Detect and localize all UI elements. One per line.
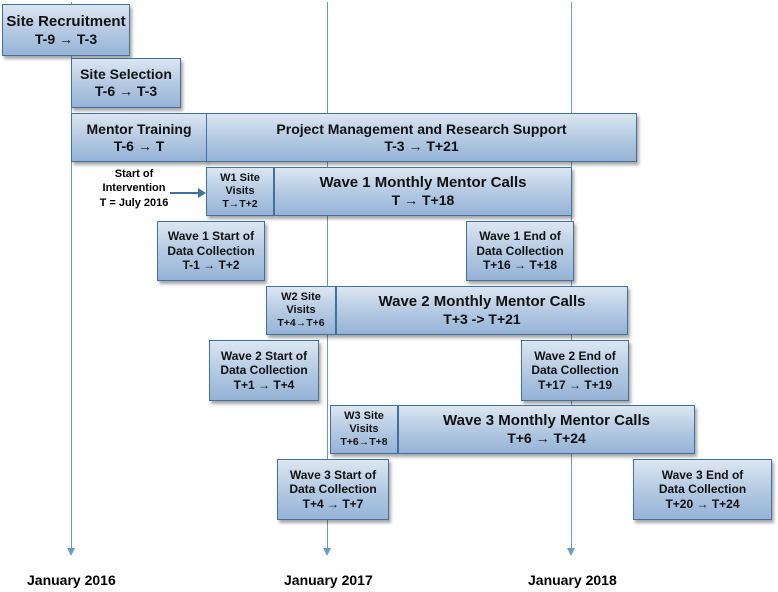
box-range: T → T+18: [391, 192, 455, 209]
box-line1: Wave 3 End of: [661, 467, 744, 482]
wave2-start-data-collection-box: Wave 2 Start of Data Collection T+1 → T+…: [209, 340, 319, 401]
box-title: Project Management and Research Support: [276, 120, 567, 137]
axis-label-2017: January 2017: [284, 572, 373, 588]
intervention-arrowhead: [198, 188, 206, 198]
wave1-start-data-collection-box: Wave 1 Start of Data Collection T-1 → T+…: [157, 221, 265, 281]
wave2-mentor-calls-box: Wave 2 Monthly Mentor Calls T+3 -> T+21: [336, 286, 628, 335]
box-line2: Visits: [225, 185, 255, 198]
timeline-line-2016: [71, 2, 72, 550]
project-management-box: Project Management and Research Support …: [206, 113, 637, 162]
box-range: T+1 → T+4: [233, 377, 295, 392]
wave2-end-data-collection-box: Wave 2 End of Data Collection T+17 → T+1…: [521, 340, 629, 401]
box-range: T-9 → T-3: [34, 30, 98, 47]
box-range: T+20 → T+24: [665, 496, 740, 511]
box-line2: Visits: [286, 304, 316, 317]
box-line2: Data Collection: [289, 482, 377, 497]
box-range: T+4→T+6: [277, 317, 325, 330]
mentor-training-box: Mentor Training T-6 → T: [71, 113, 207, 162]
box-title: Site Recruitment: [6, 12, 126, 30]
box-range: T+3 -> T+21: [443, 311, 521, 328]
box-line2: Data Collection: [220, 363, 308, 378]
box-line1: Wave 2 End of: [534, 348, 616, 363]
box-title: Mentor Training: [86, 120, 192, 137]
box-line2: Visits: [349, 423, 379, 436]
note-line: Start of: [114, 168, 154, 180]
note-line: T = July 2016: [99, 196, 169, 209]
box-line2: Data Collection: [167, 243, 255, 258]
box-line1: W3 Site: [344, 410, 384, 423]
wave1-mentor-calls-box: Wave 1 Monthly Mentor Calls T → T+18: [274, 167, 572, 216]
wave3-start-data-collection-box: Wave 3 Start of Data Collection T+4 → T+…: [277, 459, 389, 520]
box-range: T-3 → T+21: [384, 137, 459, 154]
timeline-arrow-2017: [323, 548, 331, 556]
box-line1: W2 Site: [281, 291, 321, 304]
box-range: T-6 → T: [113, 137, 165, 154]
axis-label-2016: January 2016: [27, 572, 116, 588]
timeline-arrow-2016: [67, 548, 75, 556]
wave3-end-data-collection-box: Wave 3 End of Data Collection T+20 → T+2…: [633, 459, 772, 520]
box-line1: Wave 1 Start of: [167, 229, 255, 244]
timeline-arrow-2018: [567, 548, 575, 556]
w1-site-visits-box: W1 Site Visits T→T+2: [206, 167, 274, 216]
box-line2: Data Collection: [531, 363, 619, 378]
timeline-line-2017: [327, 2, 328, 550]
box-line2: Data Collection: [658, 482, 747, 497]
box-range: T+16 → T+18: [482, 258, 558, 273]
w3-site-visits-box: W3 Site Visits T+6→T+8: [330, 405, 398, 454]
box-range: T→T+2: [222, 198, 258, 211]
start-of-intervention-note: Start of Intervention T = July 2016: [84, 167, 184, 210]
box-range: T+4 → T+7: [302, 496, 364, 511]
box-title: Wave 3 Monthly Mentor Calls: [443, 412, 650, 430]
box-line2: Data Collection: [476, 243, 564, 258]
box-range: T-1 → T+2: [182, 258, 240, 273]
note-line: Intervention: [102, 182, 166, 195]
box-title: Site Selection: [80, 66, 172, 83]
wave3-mentor-calls-box: Wave 3 Monthly Mentor Calls T+6 → T+24: [398, 405, 695, 454]
w2-site-visits-box: W2 Site Visits T+4→T+6: [266, 286, 336, 335]
box-range: T+6 → T+24: [507, 430, 586, 447]
box-line1: Wave 1 End of: [479, 229, 561, 244]
box-line1: Wave 2 Start of: [220, 348, 308, 363]
axis-label-2018: January 2018: [528, 572, 617, 588]
box-range: T-6 → T-3: [94, 83, 158, 99]
box-range: T+6→T+8: [340, 436, 388, 449]
box-line1: Wave 3 Start of: [289, 467, 377, 482]
intervention-arrow: [170, 192, 200, 194]
site-recruitment-box: Site Recruitment T-9 → T-3: [2, 4, 130, 56]
box-line1: W1 Site: [220, 172, 260, 185]
box-title: Wave 1 Monthly Mentor Calls: [319, 174, 527, 192]
wave1-end-data-collection-box: Wave 1 End of Data Collection T+16 → T+1…: [466, 221, 574, 281]
site-selection-box: Site Selection T-6 → T-3: [71, 58, 181, 108]
box-range: T+17 → T+19: [537, 377, 613, 392]
box-title: Wave 2 Monthly Mentor Calls: [378, 293, 586, 311]
